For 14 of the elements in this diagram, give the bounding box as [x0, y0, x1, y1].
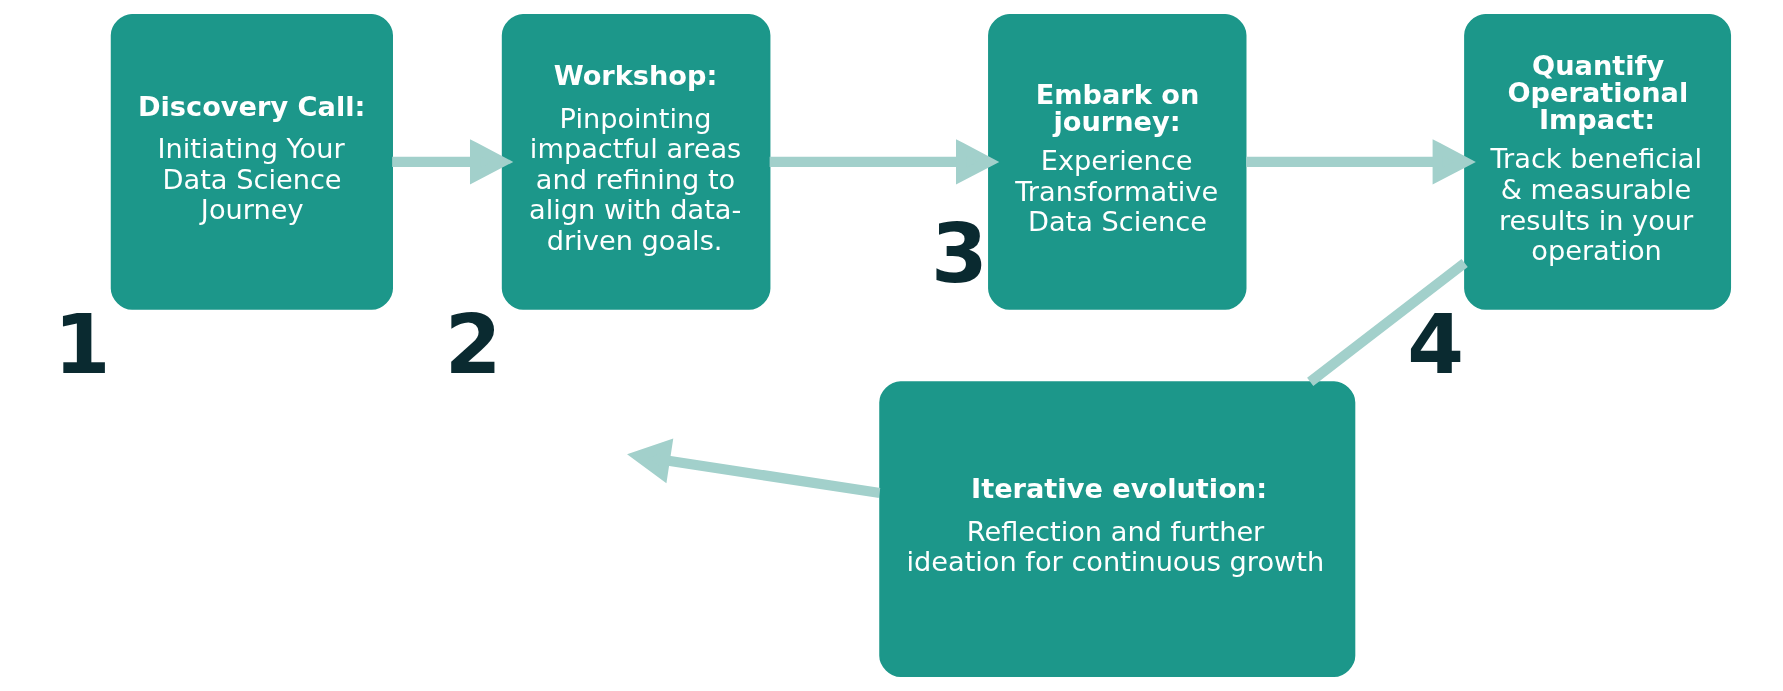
arrow [391, 139, 513, 185]
node-box: Iterative evolution: Reflection and further ideation for continuous growth [878, 381, 1355, 678]
node-label: 2 [444, 296, 502, 392]
arrow [1245, 139, 1476, 185]
connector [1306, 258, 1468, 386]
node-box: Quantify Operational Impact: Track beneficial & measurable results in your operation [1463, 13, 1731, 310]
node-box: Embark on journey: Experience Transformative Data Science [987, 13, 1246, 310]
node-label: 1 [53, 296, 111, 392]
arrow [626, 438, 880, 499]
node-label: 3 [930, 206, 988, 302]
node-label: 4 [1406, 296, 1464, 392]
node-box: Discovery Call: Initiating Your Data Science Journey [110, 13, 393, 310]
node-box: Workshop: Pinpointing impactful areas and refining to align with data-driven goals. [501, 13, 770, 310]
arrow [769, 139, 999, 185]
